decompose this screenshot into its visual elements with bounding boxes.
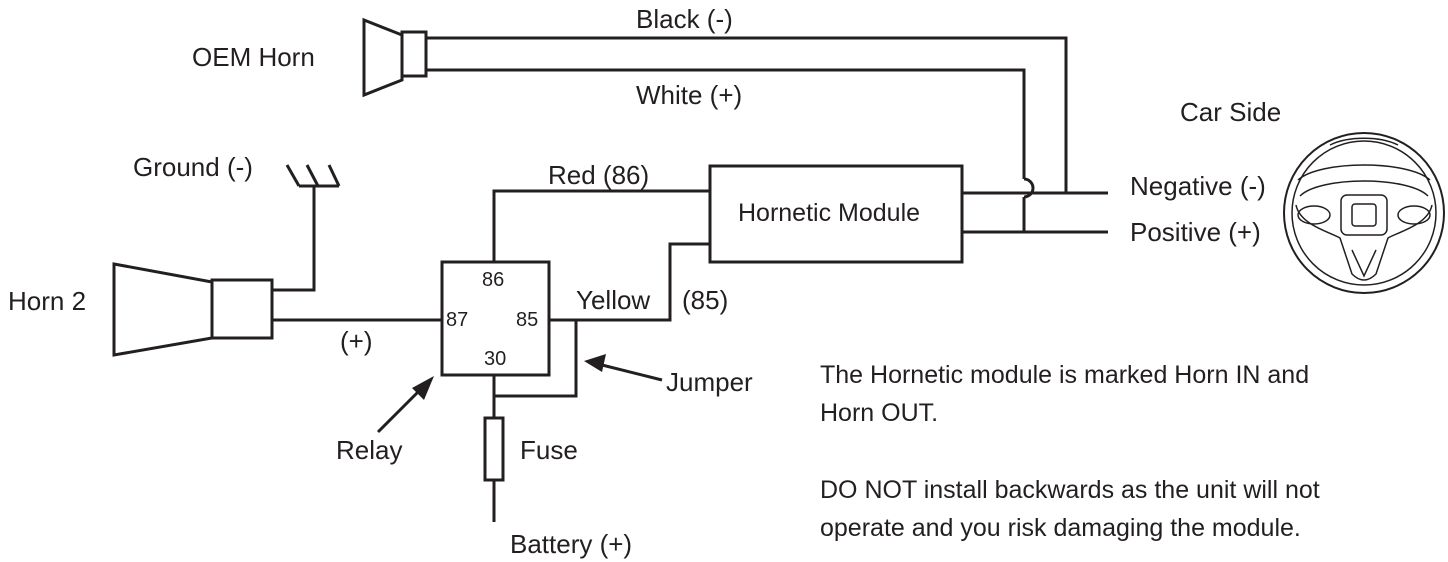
relay-label: Relay [336,435,402,465]
pin-85-label: 85 [516,309,538,331]
pin-30-label: 30 [484,348,506,370]
fuse-label: Fuse [520,435,578,465]
yellow-wire [548,242,710,322]
horn2-icon [112,262,274,357]
red-wire-label: Red (86) [548,160,649,190]
red-wire [492,189,710,262]
module-label: Hornetic Module [738,199,920,227]
oem-horn-icon [362,17,428,98]
car-side-label: Car Side [1180,97,1281,127]
battery-label: Battery (+) [510,529,632,559]
steering-wheel-icon [1283,132,1445,294]
hornetic-module-box [708,164,964,264]
note-line-2: Horn OUT. [820,399,938,427]
black-wire-label: Black (-) [636,4,733,34]
positive-label: Positive (+) [1130,217,1261,247]
jumper-wire [494,320,578,398]
jumper-label: Jumper [666,367,753,397]
wire-crossover [1023,177,1035,199]
relay-box [440,260,551,377]
relay-arrow-icon [376,376,434,434]
note-line-3: DO NOT install backwards as the unit wil… [820,476,1320,504]
ground-symbol-icon [285,164,341,188]
note-line-4: operate and you risk damaging the module… [820,514,1301,542]
white-wire [426,68,1026,179]
note-line-1: The Hornetic module is marked Horn IN an… [820,361,1309,389]
yellow-pin-label: (85) [682,285,728,315]
yellow-wire-label: Yellow [576,285,650,315]
fuse-icon [483,416,505,482]
white-wire-label: White (+) [636,80,742,110]
horn2-ground-wire [272,186,316,292]
pin-86-label: 86 [482,269,504,291]
horn2-positive-label: (+) [340,326,373,356]
ground-label: Ground (-) [133,152,253,182]
jumper-arrow-icon [584,354,663,382]
oem-horn-label: OEM Horn [192,42,315,72]
horn2-label: Horn 2 [8,286,86,316]
negative-label: Negative (-) [1130,171,1266,201]
pin-87-label: 87 [446,309,468,331]
